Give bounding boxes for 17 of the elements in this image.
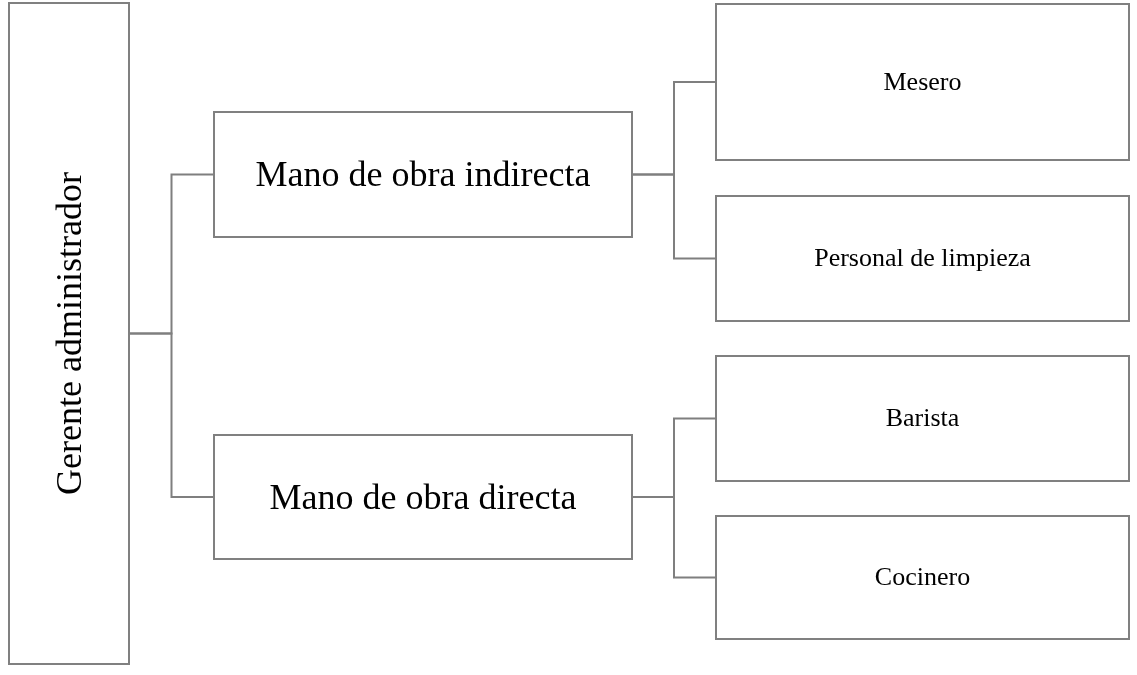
org-box — [715, 195, 1130, 322]
org-box — [213, 434, 633, 560]
box-label: Cocinero — [874, 561, 971, 594]
box-label: Mano de obra directa — [269, 475, 577, 519]
org-box — [213, 111, 633, 238]
connector-line — [632, 496, 716, 579]
box-label: Mesero — [883, 65, 962, 98]
box-label: Gerente administrador — [47, 172, 90, 495]
connector-line — [129, 332, 214, 498]
org-box — [715, 3, 1130, 161]
box-label: Mano de obra indirecta — [255, 153, 591, 196]
org-box — [715, 515, 1130, 640]
connector-line — [632, 173, 716, 260]
org-box — [8, 2, 130, 665]
box-label: Personal de limpieza — [814, 242, 1031, 275]
box-label: Barista — [885, 402, 960, 435]
org-box — [715, 355, 1130, 482]
